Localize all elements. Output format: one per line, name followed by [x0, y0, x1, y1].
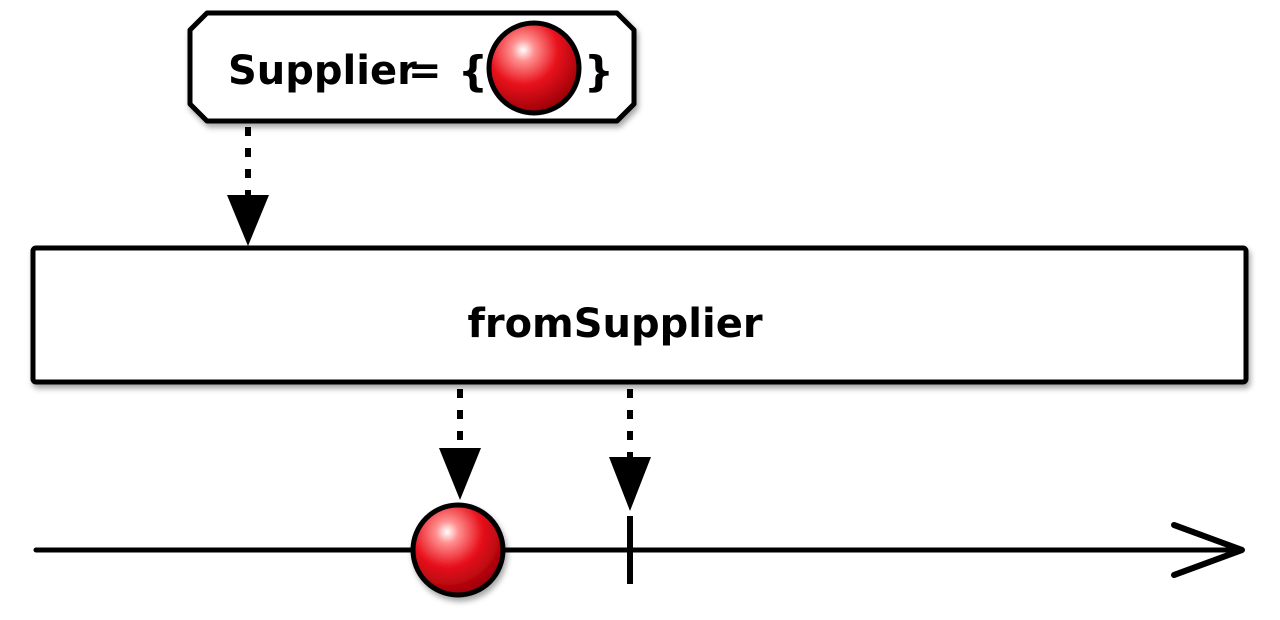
supplier-arrowhead-icon	[227, 195, 269, 246]
operator-label: fromSupplier	[467, 301, 762, 347]
emission-arrowhead-icon	[439, 448, 481, 500]
supplier-brace-close: }	[584, 47, 614, 96]
supplier-brace-open: {	[458, 47, 488, 96]
supplier-equals: =	[408, 48, 442, 94]
timeline-open-arrowhead-icon	[1171, 522, 1245, 578]
supplier-label: Supplier	[228, 48, 417, 94]
completion-arrowhead-icon	[609, 457, 651, 511]
operator-box	[30, 245, 1249, 385]
emitted-marble-icon	[410, 502, 506, 598]
supplier-marble-icon	[486, 20, 582, 116]
